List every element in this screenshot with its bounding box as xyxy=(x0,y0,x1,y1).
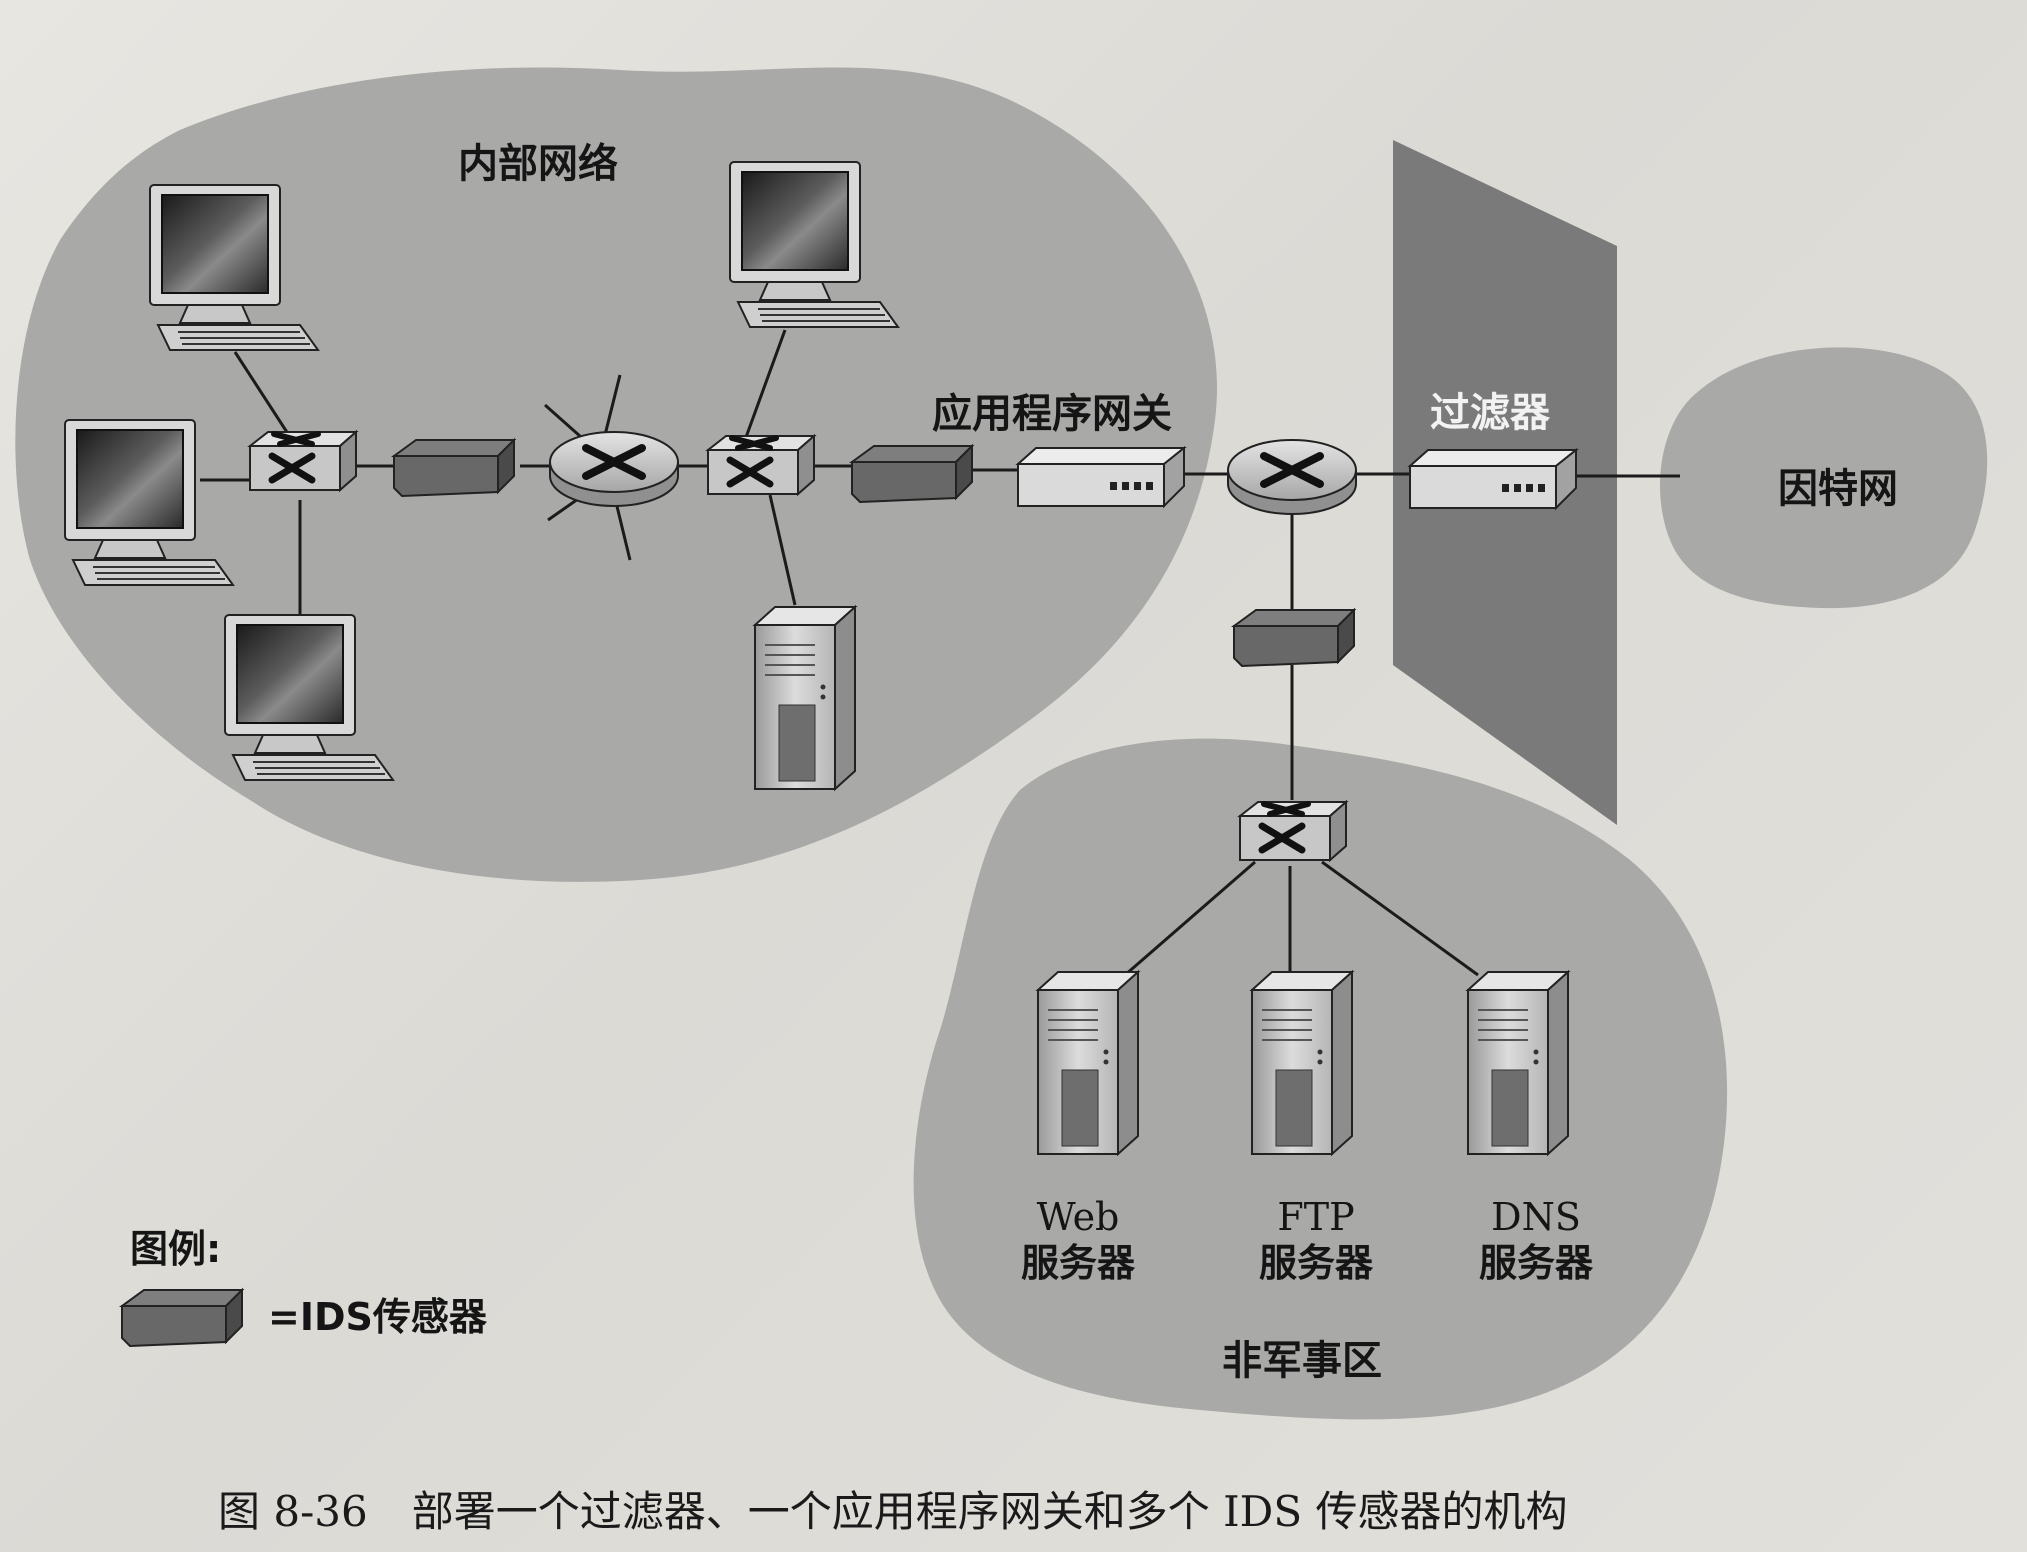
internet-label: 因特网 xyxy=(1778,466,1898,512)
figure-caption-text: 部署一个过滤器、一个应用程序网关和多个 IDS 传感器的机构 xyxy=(411,1487,1568,1536)
ftp-server-type: 服务器 xyxy=(1258,1240,1373,1285)
web-server-label: Web 服务器 xyxy=(958,1195,1198,1286)
filter-label: 过滤器 xyxy=(1430,390,1550,436)
internal-switch-right xyxy=(708,436,814,494)
border-router xyxy=(1228,440,1356,514)
internal-network-label: 内部网络 xyxy=(458,141,618,187)
dns-server-label: DNS 服务器 xyxy=(1416,1195,1656,1286)
ids-sensor-internal-1 xyxy=(393,439,515,497)
web-server xyxy=(1037,971,1139,1155)
filter-box xyxy=(1409,449,1577,509)
ids-sensor-dmz xyxy=(1233,609,1355,667)
web-server-type: 服务器 xyxy=(1020,1240,1135,1285)
figure-number: 图 8-36 xyxy=(218,1487,368,1536)
ftp-server-name: FTP xyxy=(1277,1195,1355,1239)
dmz-switch xyxy=(1240,802,1346,860)
application-gateway-box xyxy=(1017,447,1185,507)
ftp-server-label: FTP 服务器 xyxy=(1196,1195,1436,1286)
dns-server-name: DNS xyxy=(1491,1195,1581,1239)
legend-title: 图例: xyxy=(130,1227,222,1271)
internet-cloud xyxy=(1660,347,1988,609)
legend-ids-sensor-text: =IDS传感器 xyxy=(268,1295,487,1339)
application-gateway-label: 应用程序网关 xyxy=(932,391,1172,437)
dns-server xyxy=(1467,971,1569,1155)
internal-switch-left xyxy=(250,432,356,490)
internal-router xyxy=(550,432,678,506)
dmz-label: 非军事区 xyxy=(1222,1338,1382,1384)
internal-server xyxy=(754,606,856,790)
ftp-server xyxy=(1251,971,1353,1155)
legend-ids-sensor-icon xyxy=(121,1289,243,1347)
ids-sensor-internal-2 xyxy=(851,445,973,503)
figure-caption: 图 8-36 部署一个过滤器、一个应用程序网关和多个 IDS 传感器的机构 xyxy=(218,1478,1567,1539)
dns-server-type: 服务器 xyxy=(1478,1240,1593,1285)
web-server-name: Web xyxy=(1036,1195,1120,1239)
